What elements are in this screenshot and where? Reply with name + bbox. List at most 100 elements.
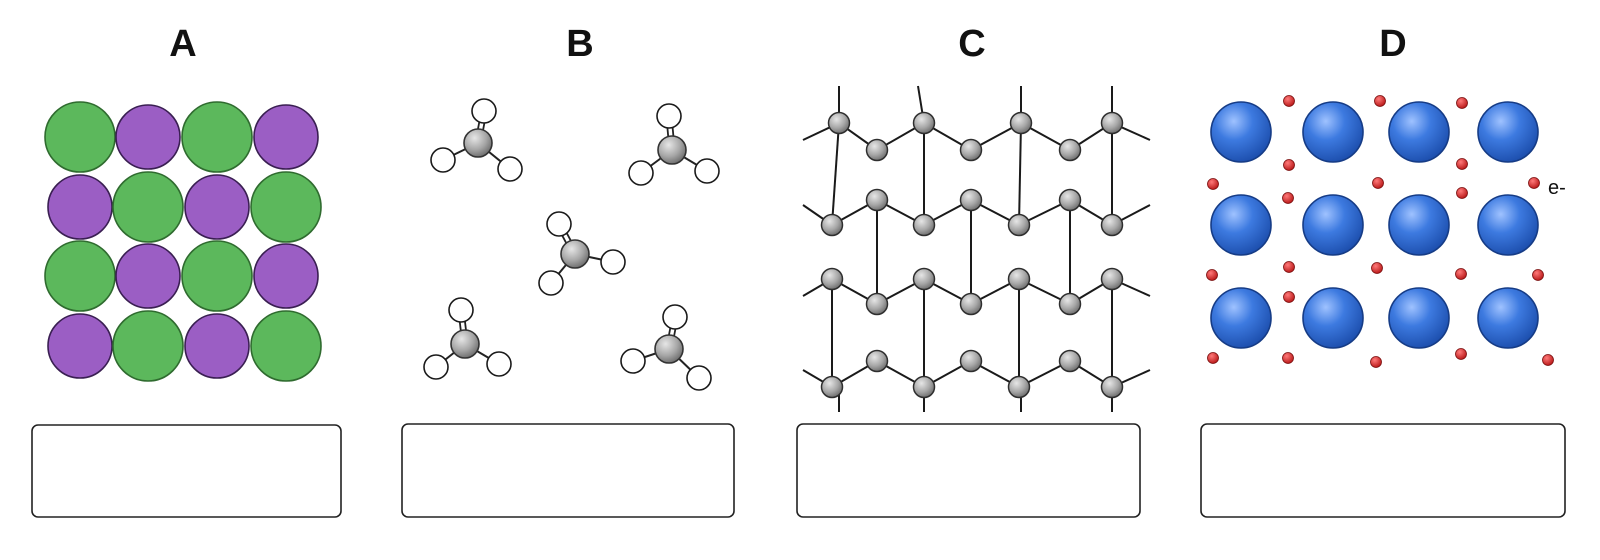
electron [1206, 269, 1218, 281]
electron [1283, 261, 1295, 273]
network-atom [959, 138, 983, 162]
purple-ion [47, 174, 113, 240]
electron [1371, 262, 1383, 274]
purple-ion [184, 313, 250, 379]
electron [1283, 95, 1295, 107]
molecule [423, 297, 512, 380]
panel-d-title: D [1379, 23, 1406, 65]
network-atom [1009, 111, 1033, 135]
network-atom [865, 138, 889, 162]
molecular-structure [423, 98, 720, 391]
hydrogen-atom [486, 351, 512, 377]
network-atom [820, 267, 844, 291]
electron [1283, 291, 1295, 303]
electron [1456, 158, 1468, 170]
network-atom [1058, 292, 1082, 316]
green-ion [250, 310, 322, 382]
hydrogen-atom [546, 211, 572, 237]
network-bond [1018, 122, 1022, 226]
network-atom [820, 375, 844, 399]
green-ion [112, 171, 184, 243]
metal-cation [1388, 101, 1450, 163]
network-atom [912, 213, 936, 237]
metal-cation [1388, 287, 1450, 349]
network-atom [865, 349, 889, 373]
purple-ion [115, 243, 181, 309]
molecule [620, 304, 712, 391]
network-atom [1058, 138, 1082, 162]
metal-cation [1302, 287, 1364, 349]
network-atom [959, 292, 983, 316]
hydrogen-atom [497, 156, 523, 182]
hydrogen-atom [471, 98, 497, 124]
hydrogen-atom [423, 354, 449, 380]
molecule [430, 98, 523, 182]
answer-box-a[interactable] [31, 424, 342, 518]
panel-c-title: C [958, 23, 985, 65]
green-ion [44, 101, 116, 173]
hydrogen-atom [448, 297, 474, 323]
network-atom [1100, 213, 1124, 237]
hydrogen-atom [628, 160, 654, 186]
electron [1542, 354, 1554, 366]
electron [1283, 159, 1295, 171]
answer-box-d[interactable] [1200, 423, 1566, 518]
metal-cation [1302, 194, 1364, 256]
electron [1456, 97, 1468, 109]
network-atom [959, 188, 983, 212]
green-ion [181, 101, 253, 173]
electron [1207, 352, 1219, 364]
central-atom [463, 128, 493, 158]
network-atom [1100, 267, 1124, 291]
network-atom [959, 349, 983, 373]
metal-cation [1210, 287, 1272, 349]
network-atom [1007, 267, 1031, 291]
metal-cation [1302, 101, 1364, 163]
hydrogen-atom [600, 249, 626, 275]
green-ion [112, 310, 184, 382]
hydrogen-atom [686, 365, 712, 391]
metallic-lattice: e- [1206, 95, 1566, 368]
central-atom [657, 135, 687, 165]
purple-ion [184, 174, 250, 240]
purple-ion [115, 104, 181, 170]
network-atom [820, 213, 844, 237]
network-atom [827, 111, 851, 135]
panel-a-title: A [169, 23, 196, 65]
network-bond [831, 122, 840, 226]
central-atom [654, 334, 684, 364]
network-atom [1007, 375, 1031, 399]
network-atom [912, 267, 936, 291]
network-atoms [820, 111, 1124, 399]
metal-cation [1477, 287, 1539, 349]
electron [1282, 352, 1294, 364]
green-ion [44, 240, 116, 312]
green-ion [250, 171, 322, 243]
metal-cations [1210, 101, 1539, 349]
network-atom [865, 188, 889, 212]
answer-box-b[interactable] [401, 423, 735, 518]
purple-ion [253, 104, 319, 170]
metal-cation [1477, 101, 1539, 163]
hydrogen-atom [538, 270, 564, 296]
electron [1456, 187, 1468, 199]
hydrogen-atom [620, 348, 646, 374]
metal-cation [1477, 194, 1539, 256]
network-atom [1058, 349, 1082, 373]
network-atom [1100, 111, 1124, 135]
electron-label: e- [1548, 177, 1566, 199]
green-ion [181, 240, 253, 312]
electron [1455, 348, 1467, 360]
hydrogen-atom [656, 103, 682, 129]
purple-ion [253, 243, 319, 309]
network-atom [1007, 213, 1031, 237]
molecule [628, 103, 720, 186]
metal-cation [1210, 194, 1272, 256]
metal-cation [1210, 101, 1272, 163]
network-atom [912, 375, 936, 399]
answer-box-c[interactable] [796, 423, 1141, 518]
electron [1455, 268, 1467, 280]
network-atom [1058, 188, 1082, 212]
delocalized-electrons [1206, 95, 1554, 368]
